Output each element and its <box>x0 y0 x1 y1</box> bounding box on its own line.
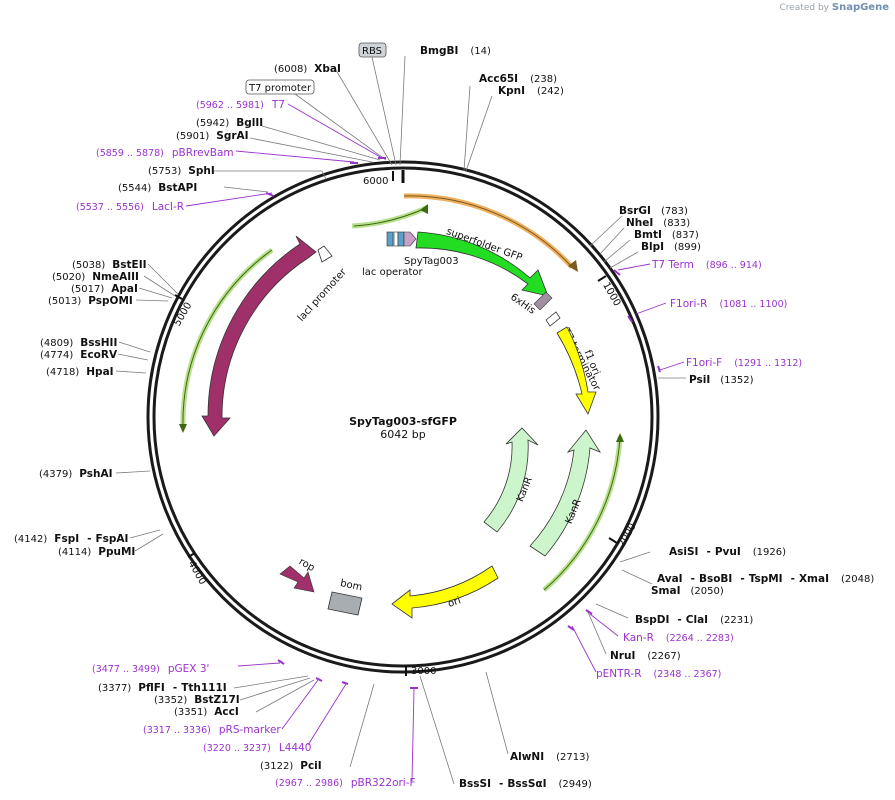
bom-box <box>327 591 363 616</box>
site-asisi-pvui: AsiSI - PvuI (1926) <box>669 542 786 559</box>
site-nhei: NheI (833) <box>626 213 690 230</box>
tick-2000 <box>608 537 618 544</box>
rop-label: rop <box>297 556 317 574</box>
f1-ori-arrow <box>556 326 597 415</box>
site-bmgbi: BmgBI (14) <box>420 41 491 58</box>
kanr-outer-arrow <box>529 429 602 557</box>
t7-promoter-box <box>245 79 315 95</box>
site-acci: (3351) AccI <box>174 702 239 719</box>
site-blpi: BlpI (899) <box>641 237 701 254</box>
orf-arc-orange-core <box>403 195 573 268</box>
orf-arc-green-top <box>351 205 428 229</box>
site-apai: (5017) ApaI <box>71 279 138 296</box>
his-label: 6xHis <box>508 292 537 317</box>
backbone-inner <box>152 166 654 668</box>
orf-arc-green-right-core <box>543 436 621 591</box>
primer-marks <box>265 157 661 689</box>
t7-terminator-arrow <box>545 311 561 327</box>
t7-promoter-label: T7 promoter <box>248 83 312 94</box>
site-bmti: BmtI (837) <box>634 225 699 242</box>
ori-arrow <box>391 565 499 619</box>
rop-arrow <box>279 565 315 593</box>
site-nmeaiii: (5020) NmeAIII <box>52 267 139 284</box>
primer-prs-marker: (3317 .. 3336) pRS-marker <box>143 720 281 737</box>
laci-promoter-arrow <box>317 245 333 263</box>
snapgene-watermark: Created by SnapGene <box>779 2 889 13</box>
lac-operator-label: lac operator <box>362 267 423 278</box>
site-alwni: AlwNI (2713) <box>510 747 589 764</box>
site-pcii: (3122) PciI <box>260 756 322 773</box>
primer-t7-term: T7 Term (896 .. 914) <box>651 255 762 272</box>
primer-f1ori-r: F1ori-R (1081 .. 1100) <box>670 294 787 311</box>
site-bglii: (5942) BglII <box>196 113 263 130</box>
site-bstz17i: (3352) BstZ17I <box>154 690 240 707</box>
spytag-box <box>397 231 405 247</box>
primer-pbr322ori-f: (2967 .. 2986) pBR322ori-F <box>275 773 416 790</box>
backbone-outer <box>146 160 660 674</box>
site-bsrgi: BsrGI (783) <box>619 201 688 218</box>
site-pspomi: (5013) PspOMI <box>48 291 133 308</box>
site-bsteii: (5038) BstEII <box>72 255 147 272</box>
site-nrui: NruI (2267) <box>610 646 681 663</box>
rbs-box <box>358 42 387 58</box>
site-ecorv: (4774) EcoRV <box>40 345 118 362</box>
orf-arc-green-left-core <box>182 249 273 429</box>
tick-4000 <box>187 552 196 558</box>
tick-5000 <box>174 294 183 300</box>
orf-green-right-head <box>616 433 624 442</box>
kanr-inner-arrow <box>483 427 539 533</box>
his-tag-arrow <box>533 291 553 311</box>
site-pshai: (4379) PshAI <box>39 464 113 481</box>
lac-operator-box <box>386 231 394 247</box>
site-leaders <box>115 55 686 785</box>
site-fspi-fspai: (4142) FspI - FspAI <box>14 529 128 546</box>
primer-f1ori-f: F1ori-F (1291 .. 1312) <box>686 353 802 370</box>
bom-label: bom <box>339 578 363 593</box>
primer-l4440: (3220 .. 3237) L4440 <box>203 738 311 755</box>
site-xbai: (6008) XbaI <box>274 59 341 76</box>
spytag-arrow <box>403 231 417 247</box>
primer-pbrrevbam: (5859 .. 5878) pBRrevBam <box>96 143 234 160</box>
site-avai-xmai: AvaI - BsoBI - TspMI - XmaI (2048) <box>657 569 874 586</box>
site-sphi: (5753) SphI <box>148 161 215 178</box>
tick-label-6000: 6000 <box>363 176 388 187</box>
site-hpai: (4718) HpaI <box>46 362 114 379</box>
site-bsshii: (4809) BssHII <box>40 333 117 350</box>
primer-pgex3: (3477 .. 3499) pGEX 3' <box>92 659 209 676</box>
site-sgrai: (5901) SgrAI <box>176 126 249 143</box>
tick-label-3000: 3000 <box>411 666 436 677</box>
site-acc65i: Acc65I (238) <box>479 69 557 86</box>
rbs-label: RBS <box>362 46 382 57</box>
lac-operator-box-2 <box>393 231 399 247</box>
spytag003-label: SpyTag003 <box>404 256 459 267</box>
ori-label: ori <box>447 595 463 610</box>
orf-green-left-head <box>179 424 187 433</box>
orf-orange-head <box>568 260 578 272</box>
laci-promoter-label: lacI promoter <box>296 266 350 324</box>
plasmid-size: 6042 bp <box>380 428 425 441</box>
tick-1000 <box>597 275 607 282</box>
orf-green-top-head <box>420 204 428 214</box>
site-smai: SmaI (2050) <box>651 581 724 598</box>
tick-label-4000: 4000 <box>186 559 208 587</box>
primer-pentr-r: pENTR-R (2348 .. 2367) <box>596 664 721 681</box>
primer-leaders <box>185 103 685 782</box>
site-bsssi-bsssai: BssSI - BssSαI (2949) <box>459 774 592 791</box>
site-bspdi-clai: BspDI - ClaI (2231) <box>635 610 753 627</box>
site-kpni: KpnI (242) <box>498 81 564 98</box>
site-bstapi: (5544) BstAPI <box>118 178 197 195</box>
primer-laci-r: (5537 .. 5556) LacI-R <box>76 197 184 214</box>
superfolder-gfp-arrow <box>415 231 549 297</box>
tick-label-2000: 2000 <box>616 522 638 550</box>
plasmid-name: SpyTag003-sfGFP <box>349 415 457 428</box>
site-pflfi-tth111i: (3377) PflFI - Tth111I <box>98 678 227 695</box>
site-ppumi: (4114) PpuMI <box>58 542 135 559</box>
primer-t7: (5962 .. 5981) T7 <box>196 95 285 112</box>
site-psii: PsiI (1352) <box>689 370 754 387</box>
laci-arrow <box>201 235 317 437</box>
primer-kan-r: Kan-R (2264 .. 2283) <box>623 628 734 645</box>
